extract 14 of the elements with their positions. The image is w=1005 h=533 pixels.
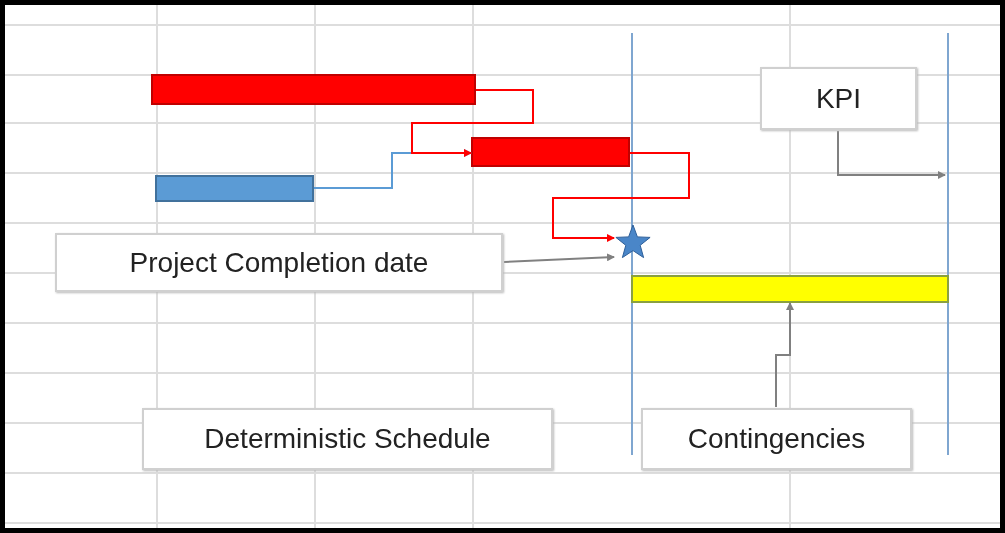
arrow — [552, 152, 690, 242]
task-bar — [631, 275, 949, 303]
task-bar — [471, 137, 630, 167]
task-bar — [155, 175, 314, 202]
text-box: KPI — [760, 67, 917, 130]
task-bar — [151, 74, 476, 105]
arrow — [411, 89, 534, 157]
text-box: Deterministic Schedule — [142, 408, 553, 470]
arrow — [837, 130, 946, 179]
text-box: Contingencies — [641, 408, 912, 470]
arrow — [775, 302, 794, 408]
star-icon — [615, 224, 651, 259]
arrow — [503, 253, 615, 263]
text-box: Project Completion date — [55, 233, 503, 292]
